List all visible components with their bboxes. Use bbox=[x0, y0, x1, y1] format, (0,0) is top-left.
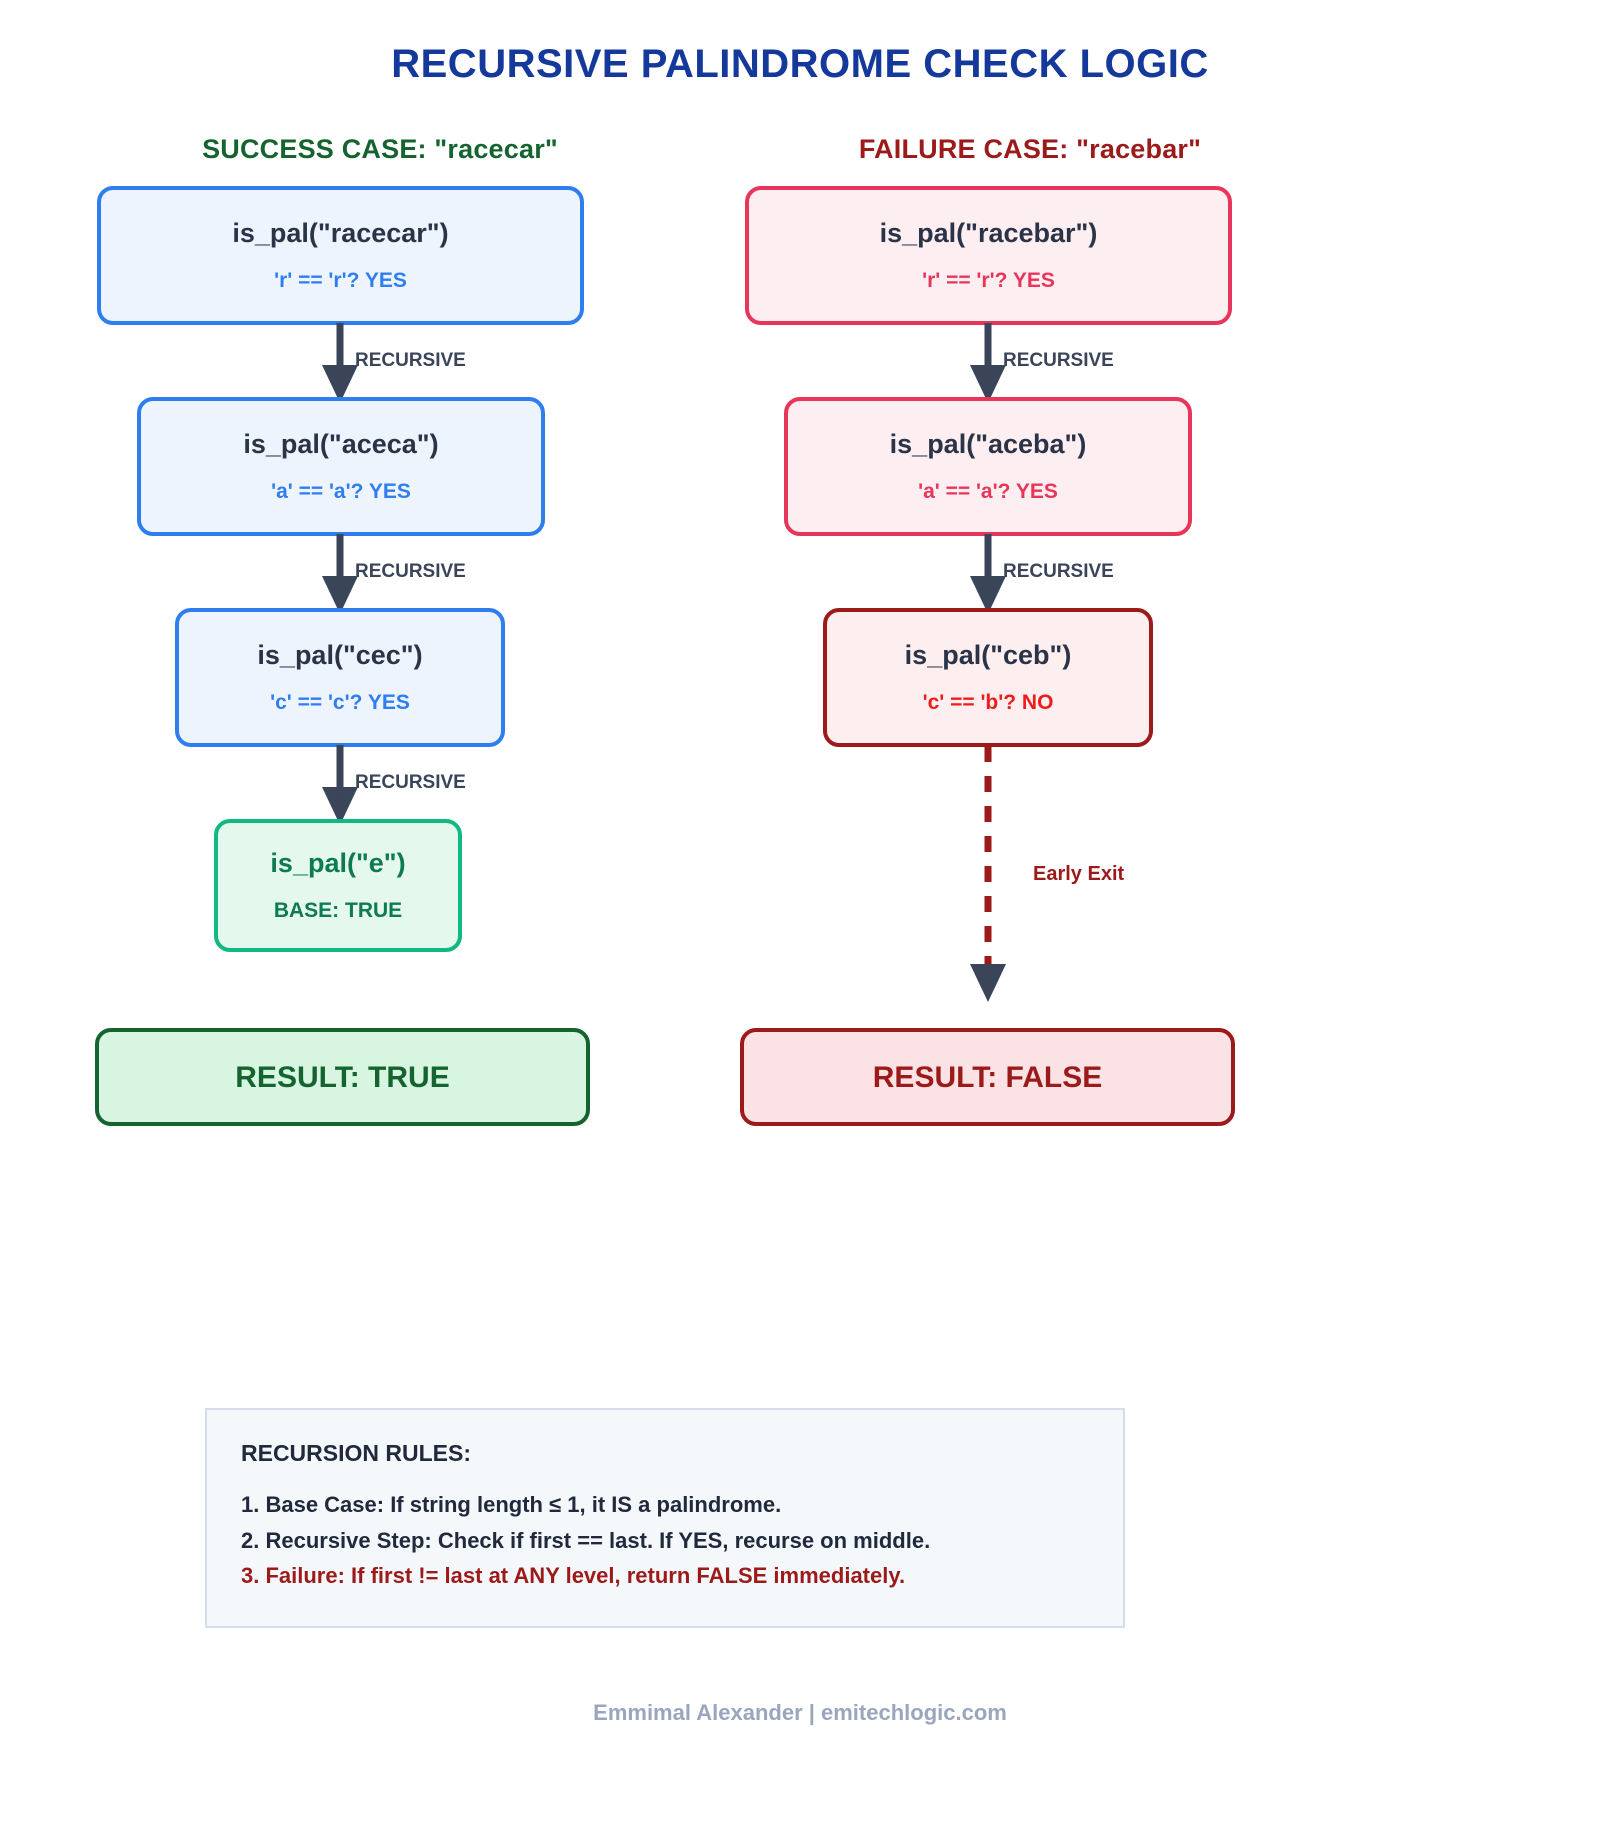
recursion-rule-3: 3. Failure: If first != last at ANY leve… bbox=[241, 1563, 906, 1589]
success-arrow-1 bbox=[322, 323, 358, 403]
failure-node-2-comparison: 'a' == 'a'? YES bbox=[918, 479, 1058, 503]
recursion-rule-2: 2. Recursive Step: Check if first == las… bbox=[241, 1527, 931, 1553]
success-node-3-comparison: 'c' == 'c'? YES bbox=[270, 690, 410, 714]
success-case-header: SUCCESS CASE: "racecar" bbox=[202, 134, 558, 164]
success-arrow-3-label: RECURSIVE bbox=[355, 772, 466, 793]
failure-node-3-label: is_pal("ceb") bbox=[904, 640, 1072, 671]
recursion-rules-box: RECURSION RULES: 1. Base Case: If string… bbox=[205, 1408, 1125, 1628]
success-node-4-base-case[interactable]: is_pal("e") BASE: TRUE bbox=[214, 819, 462, 952]
early-exit-arrow bbox=[970, 746, 1006, 1002]
success-arrow-2-label: RECURSIVE bbox=[355, 561, 466, 582]
success-node-3[interactable]: is_pal("cec") 'c' == 'c'? YES bbox=[175, 608, 505, 747]
success-node-2-comparison: 'a' == 'a'? YES bbox=[271, 479, 411, 503]
failure-arrow-2-label: RECURSIVE bbox=[1003, 561, 1114, 582]
failure-node-1[interactable]: is_pal("racebar") 'r' == 'r'? YES bbox=[745, 186, 1232, 325]
failure-arrow-1 bbox=[970, 323, 1006, 403]
page-title: RECURSIVE PALINDROME CHECK LOGIC bbox=[391, 42, 1209, 86]
success-arrow-3 bbox=[322, 745, 358, 825]
failure-node-3-comparison: 'c' == 'b'? NO bbox=[922, 690, 1054, 714]
failure-result-label: RESULT: FALSE bbox=[872, 1060, 1103, 1094]
success-node-4-base-label: BASE: TRUE bbox=[273, 898, 403, 922]
failure-node-1-comparison: 'r' == 'r'? YES bbox=[922, 268, 1055, 292]
recursion-rules-title: RECURSION RULES: bbox=[241, 1440, 472, 1466]
failure-result-box[interactable]: RESULT: FALSE bbox=[740, 1028, 1235, 1126]
failure-node-2[interactable]: is_pal("aceba") 'a' == 'a'? YES bbox=[784, 397, 1192, 536]
failure-case-header: FAILURE CASE: "racebar" bbox=[858, 134, 1202, 164]
success-result-label: RESULT: TRUE bbox=[235, 1060, 450, 1094]
failure-node-2-label: is_pal("aceba") bbox=[889, 429, 1087, 460]
success-node-4-label: is_pal("e") bbox=[270, 848, 406, 879]
failure-arrow-2 bbox=[970, 534, 1006, 614]
success-node-2-label: is_pal("aceca") bbox=[243, 429, 439, 460]
failure-arrow-1-label: RECURSIVE bbox=[1003, 350, 1114, 371]
failure-node-3-mismatch[interactable]: is_pal("ceb") 'c' == 'b'? NO bbox=[823, 608, 1153, 747]
success-arrow-1-label: RECURSIVE bbox=[355, 350, 466, 371]
success-node-1[interactable]: is_pal("racecar") 'r' == 'r'? YES bbox=[97, 186, 584, 325]
success-node-2[interactable]: is_pal("aceca") 'a' == 'a'? YES bbox=[137, 397, 545, 536]
failure-node-1-label: is_pal("racebar") bbox=[879, 218, 1098, 249]
success-node-3-label: is_pal("cec") bbox=[257, 640, 423, 671]
recursion-rule-1: 1. Base Case: If string length ≤ 1, it I… bbox=[241, 1492, 782, 1517]
success-node-1-label: is_pal("racecar") bbox=[232, 218, 449, 249]
footer-credit: Emmimal Alexander | emitechlogic.com bbox=[593, 1700, 1007, 1725]
early-exit-label: Early Exit bbox=[1033, 863, 1125, 885]
success-result-box[interactable]: RESULT: TRUE bbox=[95, 1028, 590, 1126]
success-arrow-2 bbox=[322, 534, 358, 614]
success-node-1-comparison: 'r' == 'r'? YES bbox=[274, 268, 407, 292]
